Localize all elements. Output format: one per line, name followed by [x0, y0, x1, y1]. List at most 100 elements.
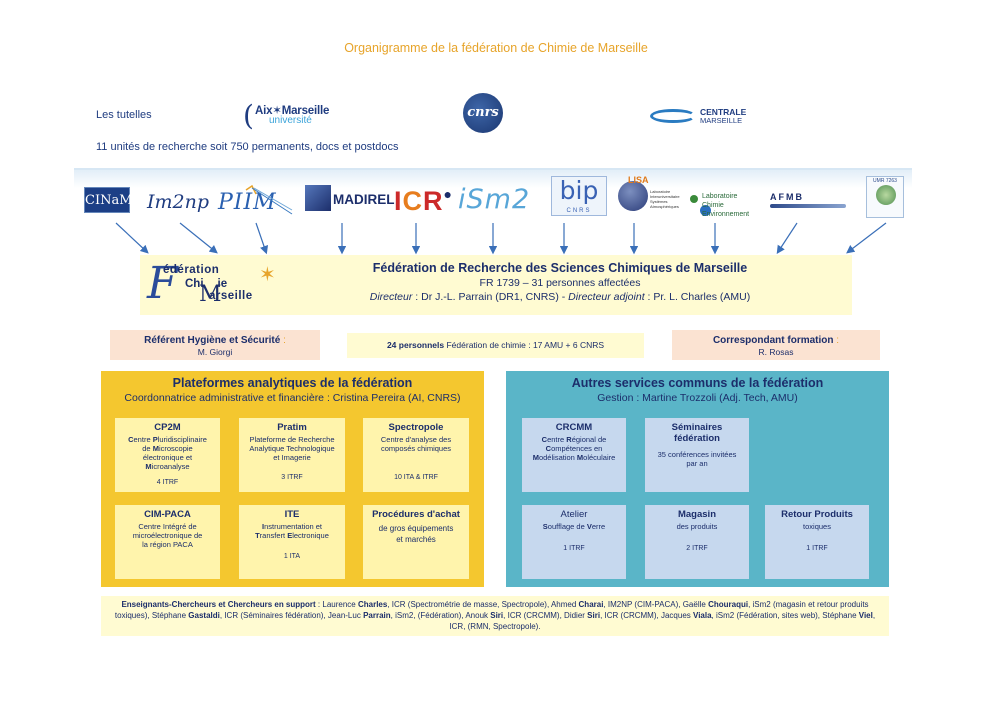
support-person-info: , ICR (CRCMM), [503, 611, 565, 620]
director-name: : Dr J.-L. Parrain (DR1, CNRS) - [412, 291, 569, 303]
madirel-cube-icon [305, 185, 331, 211]
service-desc: des produits [676, 522, 718, 531]
support-person-info: , iSm2 (Fédération, sites web), [711, 611, 823, 620]
platform-desc-line: Centre Pluridisciplinaire [128, 435, 207, 444]
director-label: Directeur [369, 291, 413, 303]
support-person-first: Didier [564, 611, 588, 620]
support-person-last: Parrain [363, 611, 391, 620]
icr-logo-i: I [394, 186, 403, 216]
support-person-info: , iSm2 (magasin et retour produits toxiq… [114, 600, 869, 620]
service-count: 1 ITRF [806, 545, 828, 552]
support-box: Enseignants-Chercheurs et Chercheurs en … [101, 596, 889, 636]
support-person: Gaëlle Chouraqui, iSm2 (magasin et retou… [115, 600, 869, 620]
support-person-info: , ICR (Spectrométrie de masse, Spectropo… [387, 600, 551, 609]
platform-desc-line: et Imagerie [273, 453, 311, 462]
federation-info: Fédération de Recherche des Sciences Chi… [300, 261, 820, 303]
lab-logo-strip [74, 168, 912, 222]
federation-logo-ie: ie [217, 278, 228, 290]
support-person-first: Gaëlle [682, 600, 709, 609]
lce-globe-icon [700, 205, 711, 216]
correspondant-box: Correspondant formation : R. Rosas [672, 330, 880, 360]
support-person-last: Charai [578, 600, 604, 609]
lce-logo: Laboratoire Chimie Environnement [690, 191, 760, 219]
star-icon: ✶ [259, 264, 276, 286]
platform-desc-line: la région PACA [142, 540, 193, 549]
service-name: CRCMM [555, 422, 593, 433]
centrale-logo-line1: CENTRALE [700, 107, 747, 117]
platform-name: Spectropole [388, 422, 444, 433]
service-desc-line: 35 conférences invitées [657, 450, 737, 459]
piim-logo-text: PIIM [218, 190, 277, 215]
federation-logo-line3: arseille [209, 290, 253, 302]
platform-desc-line: composés chimiques [380, 444, 452, 453]
correspondant-title-text: Correspondant formation [712, 335, 834, 346]
support-person-info: , IM2NP (CIM-PACA), [603, 600, 683, 609]
service-crcmm: CRCMM Centre Régional de Compétences en … [522, 418, 626, 492]
support-person-last: Siri [587, 611, 601, 620]
correspondant-name: R. Rosas [758, 347, 794, 357]
support-person-first: Stéphane [822, 611, 859, 620]
platform-desc-line: microélectronique de [132, 531, 203, 540]
platform-desc: Centre Pluridisciplinaire de Microscopie… [115, 435, 220, 471]
services-subtitle: Gestion : Martine Trozzoli (Adj. Tech, A… [597, 392, 798, 404]
service-desc-line: Modélisation Moléculaire [532, 453, 616, 462]
service-count: 2 ITRF [686, 545, 708, 552]
bip-logo-text: bip [559, 176, 599, 205]
platform-count: 1 ITA [283, 553, 301, 560]
service-atelier: Atelier Soufflage de Verre 1 ITRF [522, 505, 626, 579]
icr-logo-r: R [423, 186, 444, 216]
ism2-logo: iSm2 [458, 184, 531, 215]
platform-desc: Centre Intégré de microélectronique de l… [115, 522, 220, 549]
service-name: Magasin [677, 509, 716, 520]
platform-desc: de gros équipements et marchés [363, 523, 469, 545]
support-person-first: Jacques [660, 611, 693, 620]
madirel-logo-text: MADIREL [333, 192, 395, 207]
referent-box: Référent Hygiène et Sécurité : M. Giorgi [110, 330, 320, 360]
service-desc: 35 conférences invitées par an [645, 450, 749, 468]
service-desc: Soufflage de Verre [542, 522, 606, 531]
platform-name: Pratim [277, 422, 307, 433]
correspondant-colon: : [833, 335, 840, 346]
service-desc: Centre Régional de Compétences en Modéli… [522, 435, 626, 462]
platform-pratim: Pratim Plateforme de Recherche Analytiqu… [239, 418, 345, 492]
cinam-logo: CINaM [84, 187, 133, 213]
support-person: Ahmed Charai, IM2NP (CIM-PACA), [551, 600, 683, 609]
platform-count: 10 ITA & ITRF [394, 474, 438, 481]
platform-desc: Centre d'analyse des composés chimiques [363, 435, 469, 453]
platform-desc-line: Transfert Electronique [255, 531, 329, 540]
platform-desc-line: Plateforme de Recherche [249, 435, 335, 444]
personnel-text: Fédération de chimie : 17 AMU + 6 CNRS [444, 340, 605, 350]
afmb-wave-icon [770, 204, 846, 208]
bip-logo: bip CNRS [551, 176, 607, 216]
lce-leaf-icon [690, 195, 698, 203]
support-person-info: , ICR (Séminaires fédération), [219, 611, 328, 620]
service-desc: toxiques [803, 522, 831, 531]
service-seminaires: Séminaires fédération 35 conférences inv… [645, 418, 749, 492]
support-person-first: Anouk [465, 611, 491, 620]
support-person-first: Jean-Luc [327, 611, 364, 620]
support-person: Stéphane Viel, ICR, (RMN, Spectropole). [449, 611, 875, 631]
support-person-first: Ahmed [550, 600, 579, 609]
centrale-logo-line2: MARSEILLE [700, 116, 743, 125]
amu-logo-line1: Aix✶Marseille [255, 105, 330, 117]
platform-desc-line: Centre d'analyse des [380, 435, 452, 444]
support-person-last: Siri [490, 611, 504, 620]
platform-name: Procédures d'achat [372, 509, 460, 520]
platform-name: CP2M [154, 422, 181, 433]
umr-emblem-icon [876, 185, 896, 205]
platform-cim-paca: CIM-PACA Centre Intégré de microélectron… [115, 505, 220, 579]
support-person: Stéphane Gastaldi, ICR (Séminaires fédér… [152, 611, 328, 620]
support-person-info: , ICR (CRCMM), [600, 611, 661, 620]
platform-desc-line: Analytique Technologique [249, 444, 335, 453]
platform-ite: ITE Instrumentation et Transfert Electro… [239, 505, 345, 579]
amu-logo: ( Aix✶Marseille université [243, 100, 333, 132]
support-person-info: , iSm2, (Fédération), [390, 611, 466, 620]
lce-logo-text: Laboratoire Chimie Environnement [702, 193, 750, 218]
service-magasin: Magasin des produits 2 ITRF [645, 505, 749, 579]
platform-desc: Instrumentation et Transfert Electroniqu… [239, 522, 345, 540]
support-person-last: Viala [693, 611, 712, 620]
platform-desc-line: Instrumentation et [261, 522, 323, 531]
platform-name: CIM-PACA [144, 509, 191, 520]
